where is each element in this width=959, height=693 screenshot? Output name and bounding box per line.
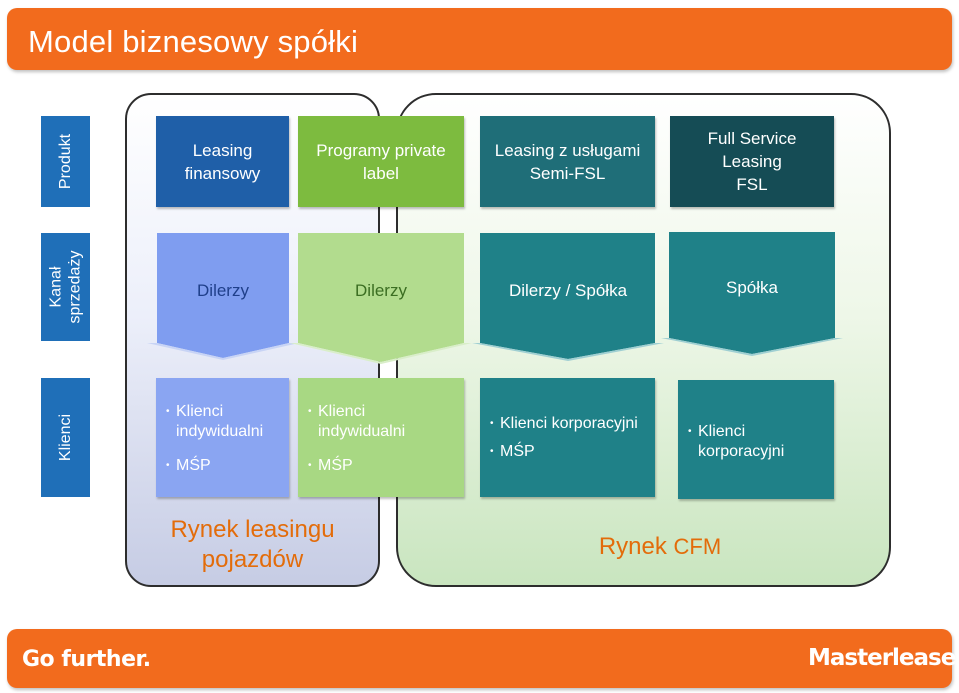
clients-box-3: •Klienci korporacyjni •MŚP (480, 378, 655, 497)
channel-arrow-shape (147, 233, 299, 360)
channel-dealers-company: Dilerzy / Spółka (472, 233, 664, 361)
channel-company: Spółka (661, 232, 843, 356)
list-item: •MŚP (166, 457, 211, 474)
product-box-line: FSL (736, 175, 768, 194)
list-item: •Klienci korporacyjni (688, 423, 785, 460)
channel-label: Spółka (726, 278, 778, 297)
list-item: •Klienci korporacyjni (490, 415, 638, 432)
channel-label: Dilerzy (355, 281, 407, 300)
product-box-line: Leasing (192, 140, 253, 160)
row-label-channel-line1: Kanał (47, 266, 65, 308)
market-label-abbr: CFM (673, 534, 722, 559)
channel-label: Dilerzy / Spółka (508, 281, 628, 300)
list-item: •MŚP (308, 457, 353, 474)
product-box-private-label: Programy private label (298, 116, 464, 207)
product-box-line: Full Service (707, 129, 797, 148)
market-label-word: Rynek (598, 533, 667, 560)
product-box-line: Leasing z usługami (494, 140, 641, 160)
clients-box-1: •Klienci indywidualni •MŚP (156, 378, 289, 497)
row-label-clients-text: Klienci (56, 413, 74, 462)
channel-dealers-2: Dilerzy (290, 233, 472, 364)
product-box-line: finansowy (184, 163, 261, 183)
product-box-line: label (363, 163, 399, 183)
row-label-channel-line2: sprzedaży (66, 250, 84, 324)
list-item: •Klienci indywidualni (308, 403, 406, 440)
row-label-product-text: Produkt (57, 133, 75, 190)
market-label-cfm: Rynek CFM (560, 532, 760, 562)
market-label-vehicle: Rynek leasingu pojazdów (125, 515, 380, 575)
title-bar (7, 8, 952, 70)
row-label-product: Produkt (41, 116, 90, 207)
clients-box-2: •Klienci indywidualni •MŚP (298, 378, 464, 497)
channel-arrow-shape (472, 233, 664, 361)
channel-dealers-1: Dilerzy (147, 233, 299, 360)
row-label-clients: Klienci (41, 378, 90, 497)
product-box-semi-fsl: Leasing z usługami Semi-FSL (480, 116, 655, 207)
product-box-financial-leasing: Leasing finansowy (156, 116, 289, 207)
clients-box-4: •Klienci korporacyjni (678, 380, 834, 499)
market-label-line: Rynek leasingu (170, 516, 335, 543)
channel-arrow-shape (290, 233, 472, 364)
masterlease-logo: Masterlease (808, 645, 956, 671)
product-box-line: Leasing (722, 152, 782, 171)
page-title: Model biznesowy spółki (28, 24, 359, 59)
product-box-line: Programy private (316, 140, 446, 160)
product-box-line: Semi-FSL (529, 163, 606, 183)
row-label-channel: Kanał sprzedaży (41, 233, 90, 341)
list-item: •Klienci indywidualni (166, 403, 264, 440)
list-item: •MŚP (490, 443, 535, 460)
footer-slogan: Go further. (22, 647, 151, 672)
market-label-line: pojazdów (201, 546, 304, 573)
channel-label: Dilerzy (197, 281, 249, 300)
footer-bar (7, 629, 952, 688)
product-box-fsl: Full Service Leasing FSL (670, 116, 834, 207)
channel-arrow-shape (661, 232, 843, 356)
